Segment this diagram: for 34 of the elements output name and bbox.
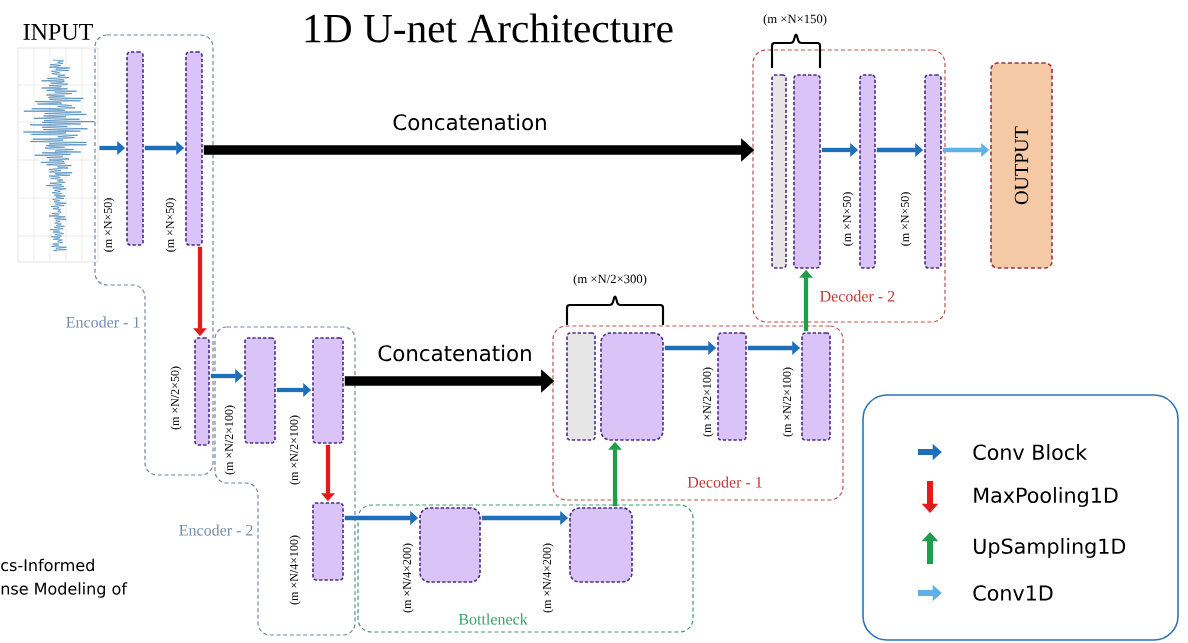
page-text: cs-Informed <box>1 558 94 572</box>
diagram-title: 1D U-net Architecture <box>305 13 673 43</box>
dimension-label: (m ×N/2×100) <box>224 405 236 475</box>
dimension-label: (m ×N/2×100) <box>702 367 714 437</box>
edge-label: Concatenation <box>391 112 549 132</box>
dimension-label: (m ×N×50) <box>842 192 854 246</box>
layer-block <box>771 74 787 269</box>
dimension-label: (m ×N×50) <box>165 198 177 252</box>
group-label: Encoder - 2 <box>179 524 253 536</box>
legend-text: Conv Block <box>973 444 1088 460</box>
layer-block <box>793 74 821 269</box>
input-heading: INPUT <box>23 24 93 40</box>
dimension-label: (m ×N/2×300) <box>573 274 647 286</box>
dimension-label: (m ×N×50) <box>103 198 115 252</box>
group-label: Bottleneck <box>458 613 528 625</box>
dimension-label: (m ×N×50) <box>900 192 912 246</box>
dimension-label: (m ×N×150) <box>763 14 827 26</box>
legend-text: MaxPooling1D <box>974 487 1118 507</box>
legend-text: UpSampling1D <box>974 538 1126 558</box>
page-text: nse Modeling of <box>1 582 128 598</box>
dimension-label: (m ×N/4×200) <box>542 543 554 613</box>
layer-block <box>600 332 664 441</box>
output-box: OUTPUT <box>990 62 1053 269</box>
dimension-label: (m ×N/2×50) <box>170 366 182 430</box>
group-label: Decoder - 2 <box>820 290 895 302</box>
layer-block <box>566 332 596 441</box>
group-label: Encoder - 1 <box>66 316 140 328</box>
dimension-label: (m ×N/4×100) <box>289 535 301 605</box>
group-label: Decoder - 1 <box>687 476 762 488</box>
legend-text: Conv1D <box>973 585 1053 601</box>
dimension-label: (m ×N/2×100) <box>782 367 794 437</box>
dimension-label: (m ×N/2×100) <box>289 415 301 485</box>
dimension-label: (m ×N/4×200) <box>402 543 414 613</box>
edge-label: Concatenation <box>376 343 534 363</box>
